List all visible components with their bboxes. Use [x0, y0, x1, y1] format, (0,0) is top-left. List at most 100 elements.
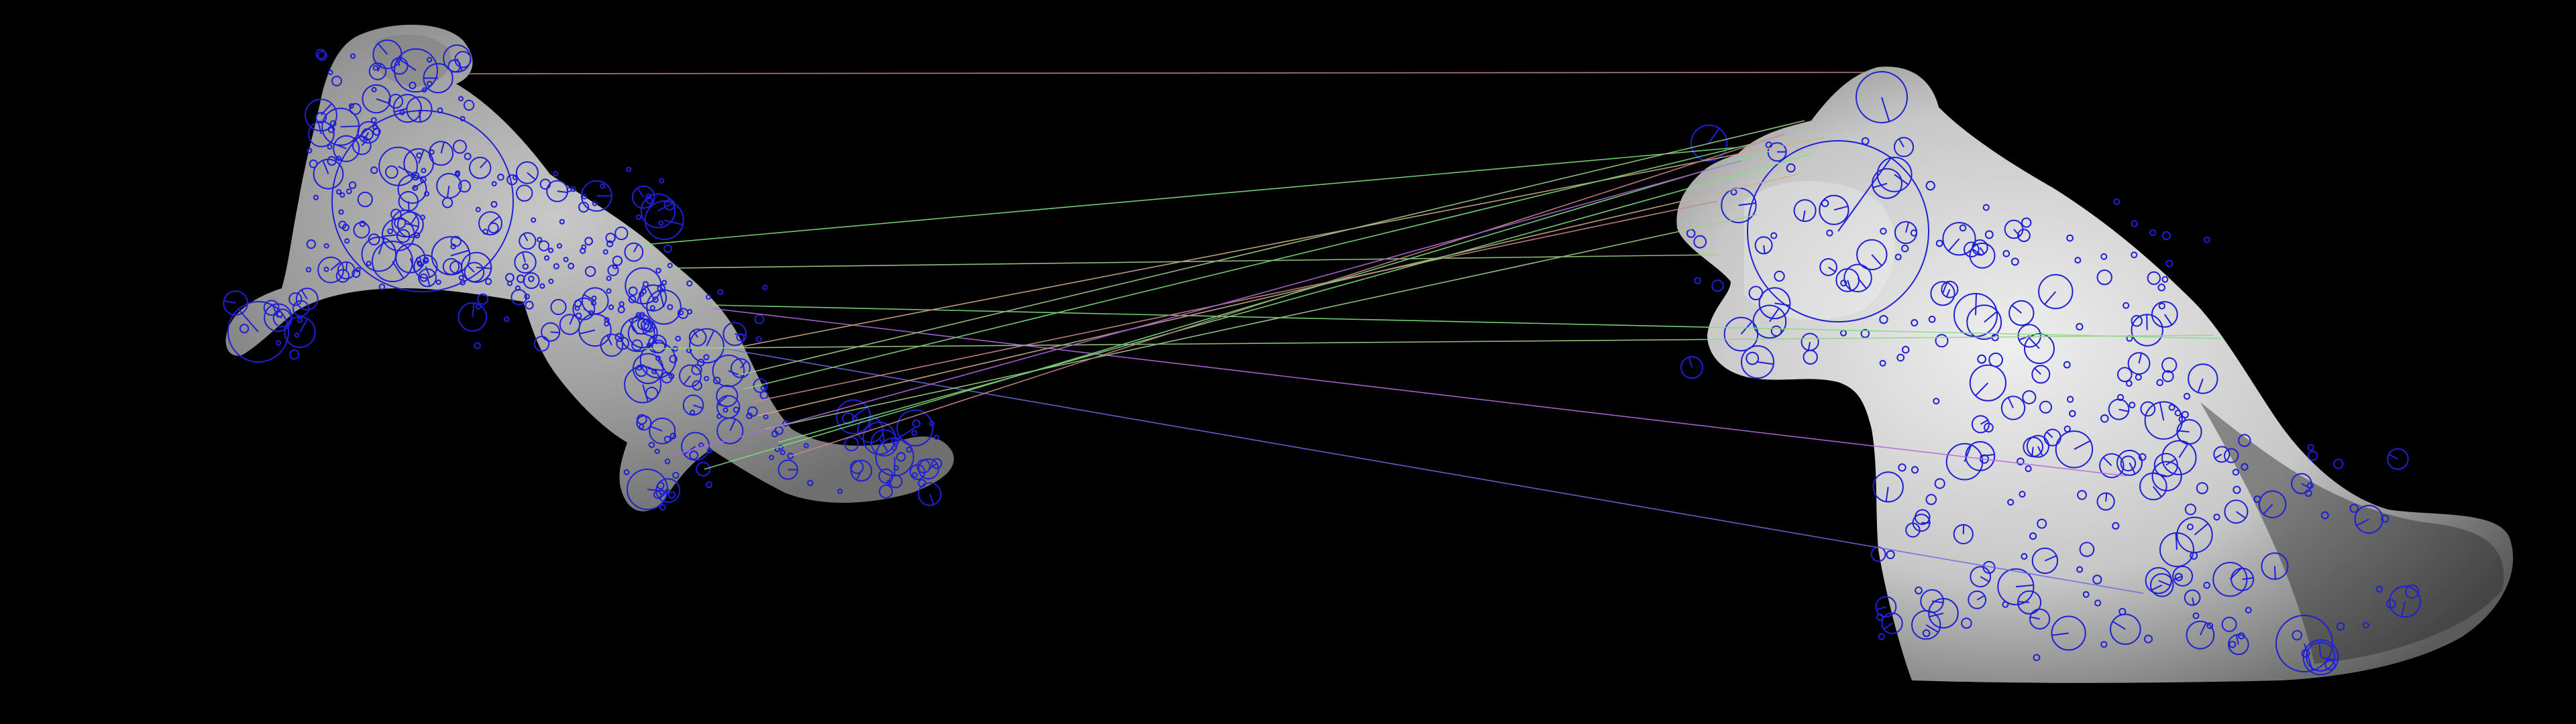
keypoint-orientation: [1976, 595, 1985, 601]
keypoint-orientation: [2018, 601, 2030, 603]
keypoint-circle: [505, 273, 515, 283]
keypoint-circle: [1819, 258, 1838, 276]
keypoint-orientation: [583, 308, 594, 315]
keypoint-circle: [1881, 612, 1903, 634]
keypoint-circle: [1972, 239, 1988, 256]
keypoint-orientation: [1802, 210, 1806, 222]
keypoint-orientation: [1883, 622, 1893, 630]
keypoint-circle: [2099, 453, 2125, 479]
match-line: [724, 348, 2144, 594]
keypoint-circle: [2203, 236, 2210, 243]
keypoint-orientation: [1905, 222, 1910, 233]
keypoint-orientation: [2235, 634, 2239, 645]
keypoint-circle: [1886, 550, 1895, 560]
keypoint-circle: [339, 192, 345, 198]
keypoint-circle: [2320, 511, 2329, 520]
keypoint-circle: [1945, 442, 1984, 481]
keypoint-circle: [2002, 601, 2009, 608]
keypoint-orientation: [467, 264, 475, 273]
keypoint-circle: [606, 240, 614, 247]
keypoint-orientation: [1925, 624, 1939, 633]
keypoint-circle: [276, 340, 282, 346]
keypoint-circle: [2112, 522, 2120, 530]
keypoint-circle: [896, 452, 906, 462]
keypoint-circle: [1959, 224, 1967, 232]
keypoint-circle: [453, 139, 467, 154]
keypoint-circle: [2224, 499, 2249, 524]
keypoint-circle: [516, 184, 533, 202]
keypoint-circle: [2158, 302, 2165, 310]
keypoint-circle: [934, 434, 940, 440]
keypoint-circle: [667, 263, 673, 269]
keypoint-orientation: [376, 98, 390, 105]
keypoint-orientation: [410, 213, 419, 225]
keypoint-circle: [2253, 495, 2261, 503]
keypoint-circle: [1984, 230, 1994, 239]
keypoint-circle: [2144, 634, 2153, 644]
keypoint-circle: [388, 93, 404, 109]
keypoint-orientation: [322, 160, 329, 174]
keypoint-circle: [1964, 241, 1980, 258]
keypoint-circle: [2076, 566, 2084, 573]
keypoint-circle: [406, 96, 433, 123]
keypoint-circle: [717, 289, 724, 295]
keypoint-circle: [716, 417, 744, 444]
keypoint-circle: [421, 87, 427, 93]
keypoint-orientation: [692, 330, 698, 338]
keypoint-orientation: [2235, 511, 2246, 519]
keypoint-circle: [315, 112, 327, 123]
keypoint-orientation: [527, 172, 536, 180]
keypoint-circle: [2138, 453, 2147, 461]
keypoint-orientation: [1980, 576, 1990, 583]
keypoint-circle: [704, 375, 710, 381]
keypoint-orientation: [2163, 314, 2173, 326]
keypoint-circle: [427, 56, 433, 63]
keypoint-circle: [774, 426, 784, 435]
keypoint-circle: [753, 378, 768, 394]
match-line: [710, 308, 2127, 477]
keypoint-circle: [2324, 659, 2336, 670]
keypoint-circle: [239, 324, 250, 334]
keypoint-circle: [315, 48, 327, 60]
keypoint-circle: [2096, 492, 2115, 511]
keypoint-circle: [323, 266, 329, 272]
keypoint-circle: [557, 243, 562, 249]
keypoint-circle: [366, 261, 372, 266]
keypoint-orientation: [2015, 584, 2034, 588]
keypoint-orientation: [853, 406, 868, 418]
keypoint-circle: [722, 407, 729, 413]
keypoint-circle: [227, 301, 289, 363]
keypoint-circle: [307, 147, 313, 154]
keypoint-circle: [2149, 229, 2157, 237]
keypoint-orientation: [1984, 310, 1998, 323]
keypoint-orientation: [425, 266, 431, 278]
keypoint-circle: [604, 321, 610, 326]
keypoint-orientation: [1942, 282, 1948, 294]
keypoint-circle: [607, 264, 619, 276]
keypoint-circle: [1856, 239, 1888, 271]
keypoint-circle: [1786, 163, 1796, 173]
keypoint-orientation: [377, 63, 382, 72]
keypoint-circle: [2184, 503, 2196, 516]
keypoint-circle: [2362, 621, 2369, 629]
keypoint-circle: [342, 223, 350, 231]
keypoint-circle: [803, 442, 809, 448]
keypoint-circle: [2386, 599, 2396, 609]
keypoint-circle: [574, 305, 580, 311]
keypoint-circle: [2082, 591, 2090, 598]
keypoint-orientation: [1708, 127, 1720, 143]
keypoint-orientation: [1980, 419, 1988, 425]
keypoint-circle: [572, 297, 596, 320]
keypoint-circle: [2176, 516, 2213, 554]
keypoint-circle: [682, 394, 704, 416]
keypoint-orientation: [2153, 485, 2162, 497]
keypoint-circle: [2221, 616, 2237, 632]
keypoint-circle: [2306, 482, 2314, 489]
keypoint-circle: [2238, 434, 2251, 447]
keypoint-circle: [736, 333, 745, 342]
keypoint-circle: [1826, 229, 1833, 237]
keypoint-orientation: [1876, 606, 1886, 611]
keypoint-circle: [2010, 257, 2019, 266]
left-keypoints: [223, 39, 943, 511]
keypoint-circle: [1894, 253, 1902, 261]
